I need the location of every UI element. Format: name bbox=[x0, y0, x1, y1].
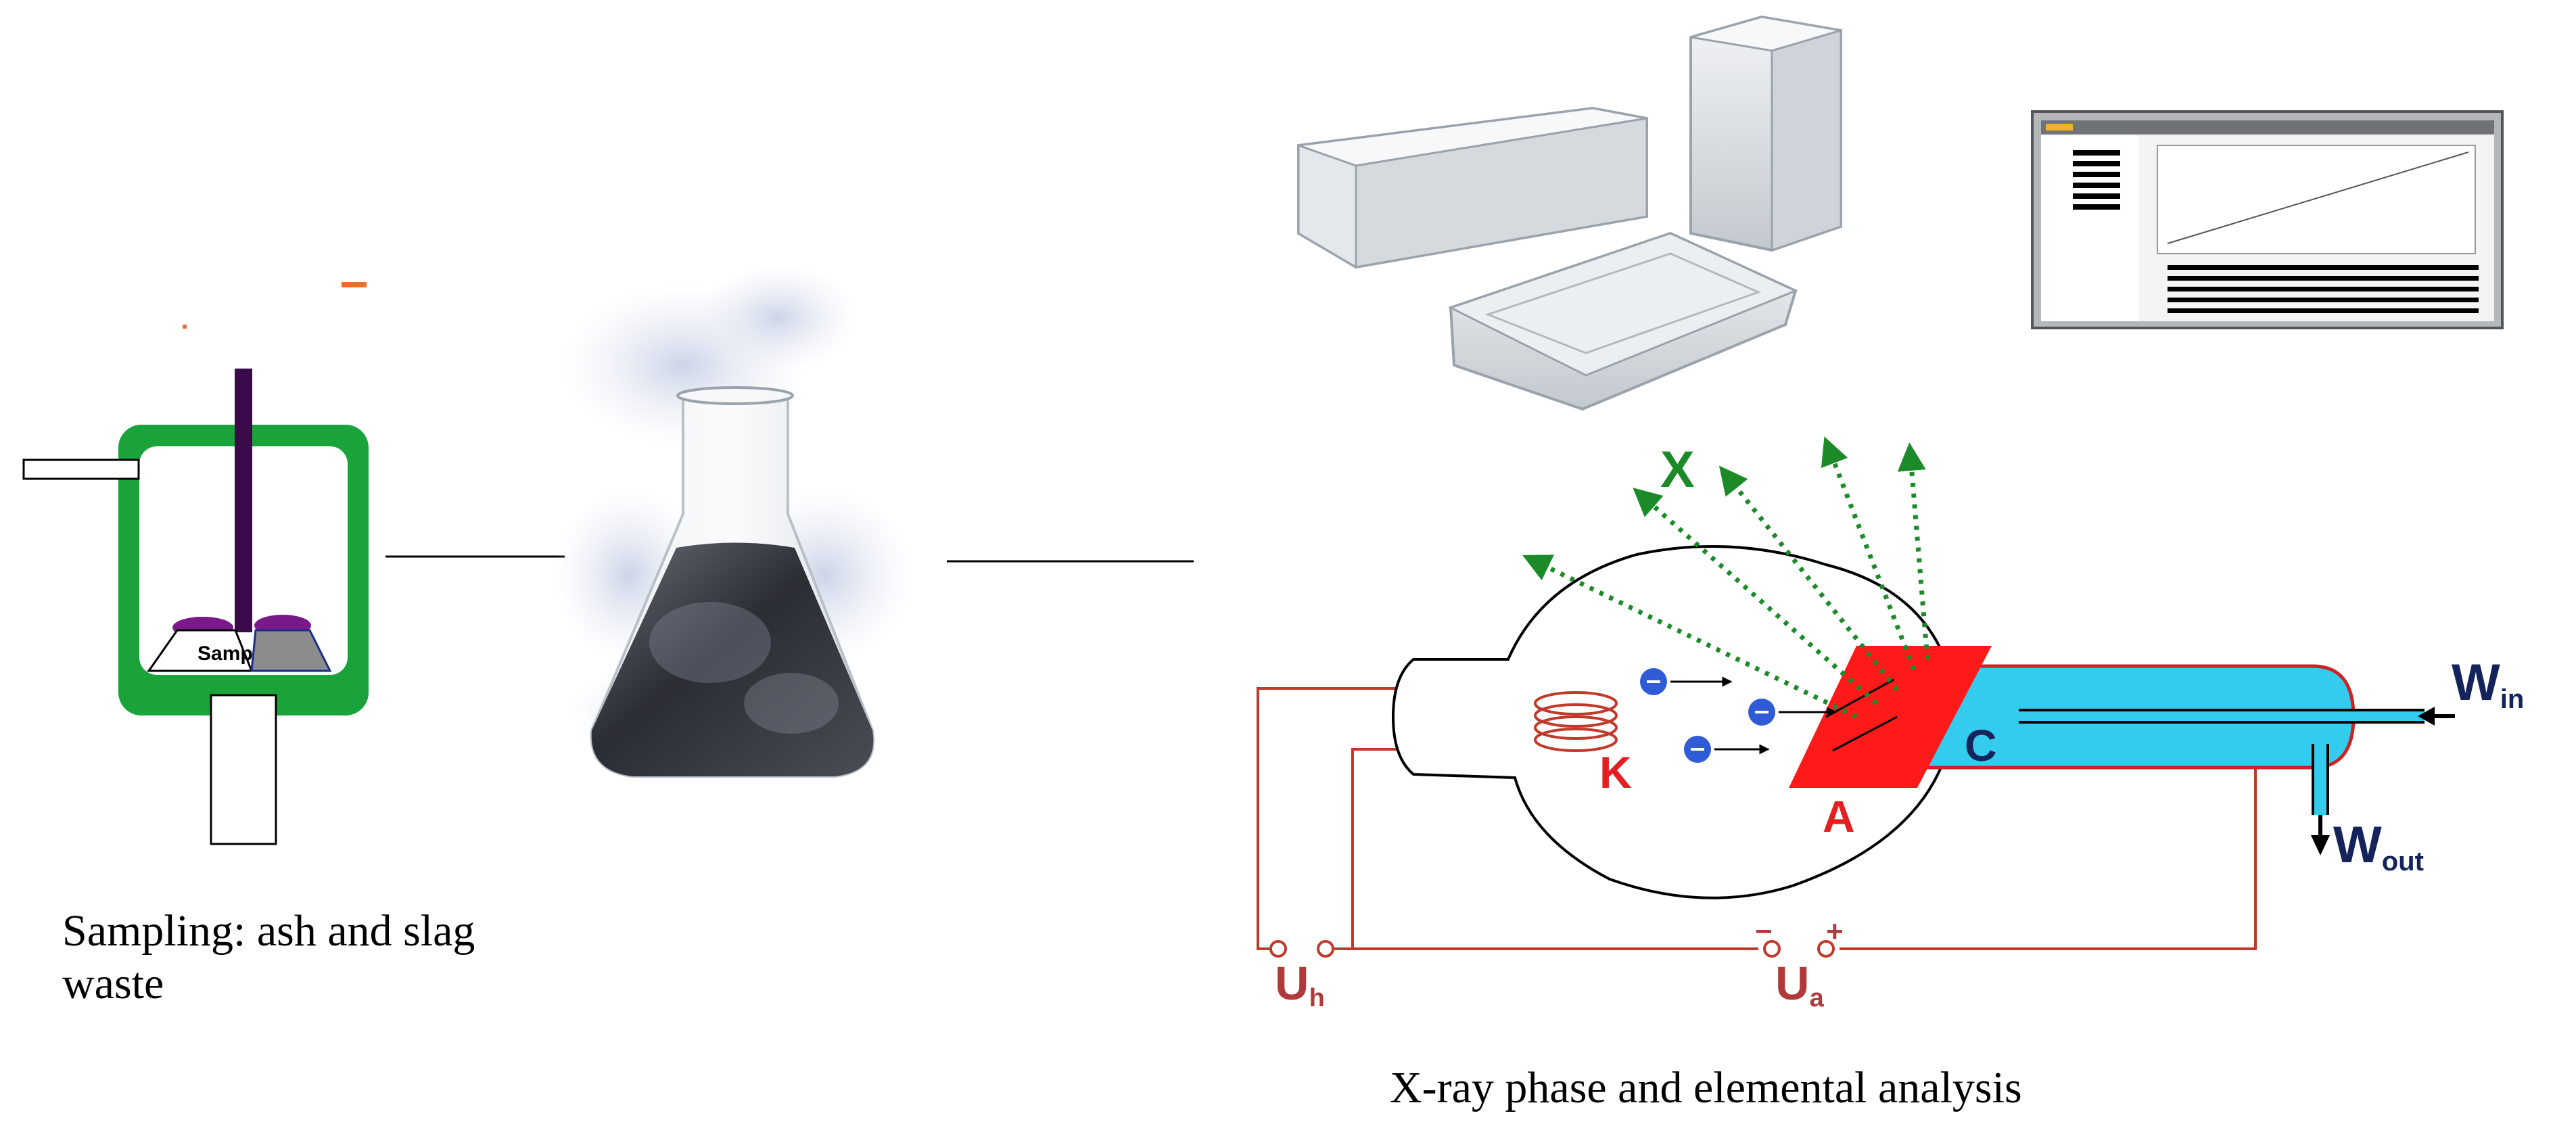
software-screenshot-icon bbox=[2031, 110, 2504, 329]
w-out-arrow bbox=[2311, 835, 2330, 855]
terminals bbox=[1269, 940, 1835, 958]
glass-cuvettes-icon bbox=[1297, 15, 1842, 411]
label-x: X bbox=[1660, 441, 1695, 498]
electron-icon bbox=[1748, 699, 1837, 726]
x-ray-tube-icon: X K A C Win Wout Uh Ua − + bbox=[1257, 436, 2524, 1012]
smoking-flask-icon bbox=[555, 264, 913, 778]
caption-sampling: Sampling: ash and slag waste bbox=[62, 906, 475, 1008]
label-u-a: Ua bbox=[1775, 957, 1825, 1012]
electron-icon bbox=[1640, 668, 1733, 695]
anode bbox=[1789, 646, 1992, 788]
caption-xray-analysis: X-ray phase and elemental analysis bbox=[1390, 1063, 2022, 1112]
label-w-out: Wout bbox=[2333, 816, 2424, 876]
label-a: A bbox=[1823, 791, 1855, 841]
label-plus: + bbox=[1826, 915, 1844, 948]
cathode-coil bbox=[1534, 691, 1618, 752]
label-minus: − bbox=[1755, 915, 1773, 948]
label-w-in: Win bbox=[2452, 654, 2524, 714]
electron-icon bbox=[1684, 736, 1770, 763]
sampling-reactor-icon: Samp bbox=[22, 282, 369, 845]
label-u-h: Uh bbox=[1275, 957, 1325, 1012]
label-c: C bbox=[1965, 720, 1997, 770]
sample-label: Samp bbox=[197, 642, 253, 665]
label-k: K bbox=[1599, 747, 1632, 797]
x-ray-beams bbox=[1522, 436, 1930, 720]
